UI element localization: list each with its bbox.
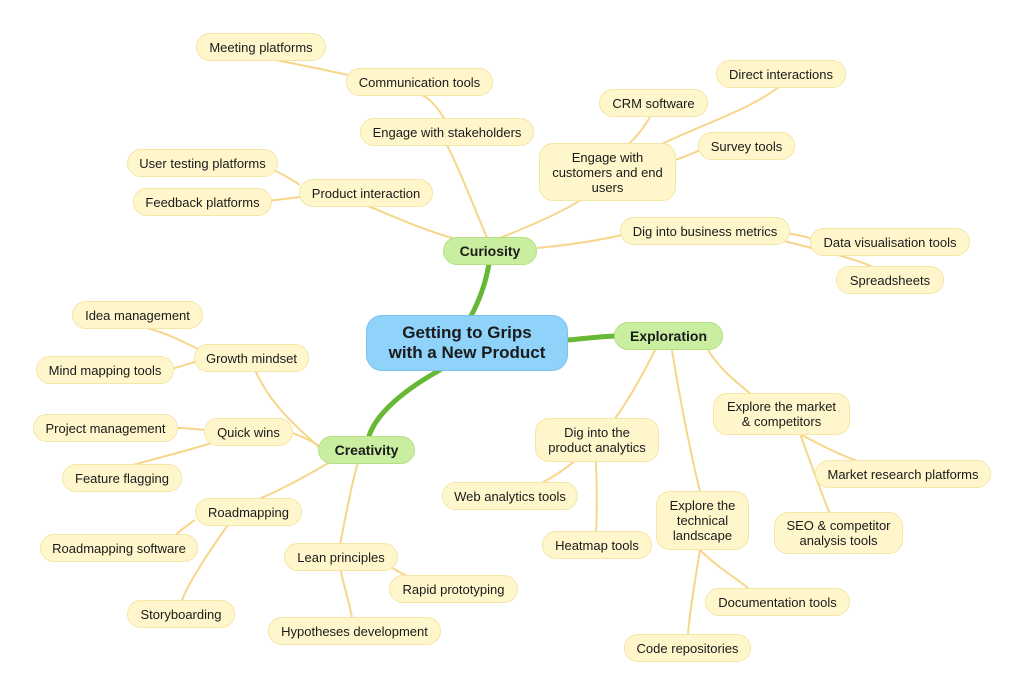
node-label: Project management (45, 420, 166, 436)
node-explore-technical[interactable]: Explore the technical landscape (656, 491, 749, 550)
branch-curiosity[interactable]: Curiosity (443, 237, 537, 265)
node-feature-flagging[interactable]: Feature flagging (62, 464, 182, 492)
node-label: Data visualisation tools (823, 234, 957, 250)
node-roadmapping-software[interactable]: Roadmapping software (40, 534, 198, 562)
node-crm-software[interactable]: CRM software (599, 89, 708, 117)
node-rapid-prototyping[interactable]: Rapid prototyping (389, 575, 518, 603)
node-direct-interactions[interactable]: Direct interactions (716, 60, 846, 88)
node-code-repositories[interactable]: Code repositories (624, 634, 751, 662)
node-label: Spreadsheets (849, 272, 931, 288)
node-label: Direct interactions (728, 66, 834, 82)
node-label: SEO & competitor analysis tools (786, 518, 891, 548)
branch-label: Curiosity (459, 243, 521, 259)
node-label: Meeting platforms (209, 39, 313, 55)
node-roadmapping[interactable]: Roadmapping (195, 498, 302, 526)
node-market-research-platforms[interactable]: Market research platforms (815, 460, 991, 488)
node-label: Market research platforms (827, 466, 979, 482)
node-mind-mapping-tools[interactable]: Mind mapping tools (36, 356, 174, 384)
node-label: Lean principles (297, 549, 385, 565)
node-label: Growth mindset (205, 350, 298, 366)
node-label: Roadmapping (208, 504, 289, 520)
node-label: Code repositories (636, 640, 739, 656)
node-label: Quick wins (217, 424, 280, 440)
node-hypotheses-development[interactable]: Hypotheses development (268, 617, 441, 645)
node-spreadsheets[interactable]: Spreadsheets (836, 266, 944, 294)
node-label: Idea management (85, 307, 190, 323)
node-label: Explore the technical landscape (669, 498, 736, 543)
root-label: Getting to Grips with a New Product (388, 323, 546, 362)
node-seo-competitor-tools[interactable]: SEO & competitor analysis tools (774, 512, 903, 554)
node-label: Documentation tools (718, 594, 837, 610)
node-label: Explore the market & competitors (726, 399, 837, 429)
node-label: Survey tools (710, 138, 783, 154)
node-feedback-platforms[interactable]: Feedback platforms (133, 188, 272, 216)
node-label: Dig into business metrics (632, 223, 778, 239)
node-label: Heatmap tools (555, 537, 639, 553)
node-heatmap-tools[interactable]: Heatmap tools (542, 531, 652, 559)
branch-label: Creativity (334, 442, 399, 458)
node-project-management[interactable]: Project management (33, 414, 178, 442)
node-user-testing-platforms[interactable]: User testing platforms (127, 149, 278, 177)
node-meeting-platforms[interactable]: Meeting platforms (196, 33, 326, 61)
node-engage-customers[interactable]: Engage with customers and end users (539, 143, 676, 201)
node-quick-wins[interactable]: Quick wins (204, 418, 293, 446)
branch-label: Exploration (629, 328, 707, 344)
node-explore-market[interactable]: Explore the market & competitors (713, 393, 850, 435)
node-label: User testing platforms (139, 155, 266, 171)
node-idea-management[interactable]: Idea management (72, 301, 203, 329)
node-storyboarding[interactable]: Storyboarding (127, 600, 235, 628)
node-dig-product-analytics[interactable]: Dig into the product analytics (535, 418, 659, 462)
branch-creativity[interactable]: Creativity (318, 436, 415, 464)
node-label: Storyboarding (140, 606, 222, 622)
root-node[interactable]: Getting to Grips with a New Product (366, 315, 568, 371)
node-label: Dig into the product analytics (548, 425, 646, 455)
node-label: Feedback platforms (145, 194, 260, 210)
node-label: Product interaction (311, 185, 421, 201)
node-label: Engage with customers and end users (552, 149, 663, 195)
node-growth-mindset[interactable]: Growth mindset (194, 344, 309, 372)
node-label: Communication tools (358, 74, 481, 90)
node-label: CRM software (612, 95, 695, 111)
node-lean-principles[interactable]: Lean principles (284, 543, 398, 571)
node-documentation-tools[interactable]: Documentation tools (705, 588, 850, 616)
node-product-interaction[interactable]: Product interaction (299, 179, 433, 207)
node-label: Hypotheses development (281, 623, 428, 639)
node-label: Feature flagging (75, 470, 169, 486)
node-dig-business-metrics[interactable]: Dig into business metrics (620, 217, 790, 245)
branch-exploration[interactable]: Exploration (614, 322, 723, 350)
node-label: Web analytics tools (454, 488, 566, 504)
node-label: Mind mapping tools (48, 362, 162, 378)
node-data-visualisation-tools[interactable]: Data visualisation tools (810, 228, 970, 256)
node-communication-tools[interactable]: Communication tools (346, 68, 493, 96)
node-survey-tools[interactable]: Survey tools (698, 132, 795, 160)
node-label: Rapid prototyping (402, 581, 505, 597)
node-web-analytics-tools[interactable]: Web analytics tools (442, 482, 578, 510)
node-label: Roadmapping software (52, 540, 186, 556)
node-engage-stakeholders[interactable]: Engage with stakeholders (360, 118, 534, 146)
node-label: Engage with stakeholders (372, 124, 522, 140)
